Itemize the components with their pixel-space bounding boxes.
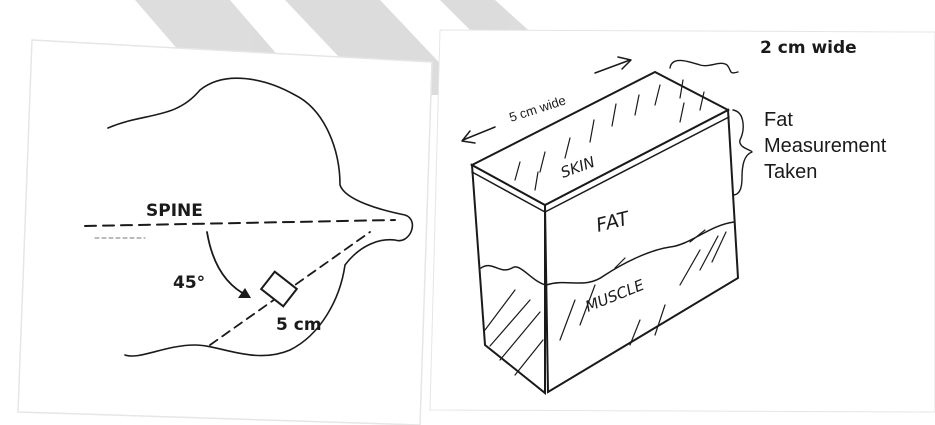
fat-measurement-line-3: Taken: [764, 161, 817, 183]
left-panel: SPINE 45° 5 cm: [18, 40, 432, 425]
spine-label: SPINE: [146, 201, 203, 221]
fat-measurement-line-1: Fat: [764, 109, 793, 131]
width-label: 2 cm wide: [760, 38, 857, 58]
angle-label: 45°: [173, 273, 205, 293]
right-panel: 2 cm wide 5 cm wide SKIN FAT MUSCLE Fat …: [430, 30, 935, 412]
distance-label: 5 cm: [276, 315, 322, 335]
fat-measurement-line-2: Measurement: [764, 135, 887, 157]
